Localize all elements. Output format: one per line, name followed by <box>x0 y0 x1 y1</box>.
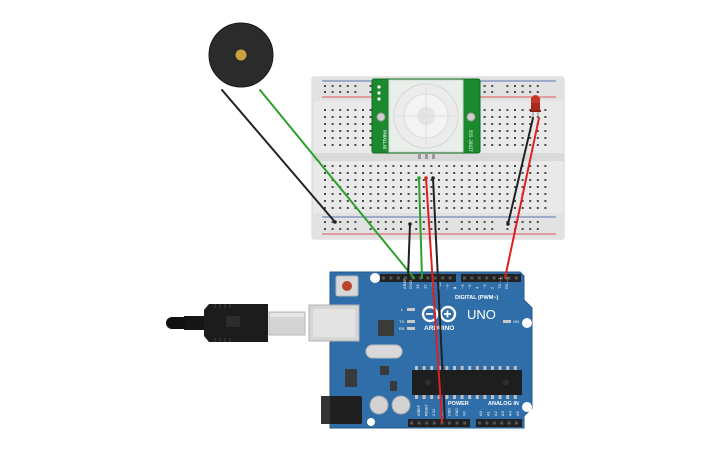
power-pin-label: GND <box>455 408 459 416</box>
breadboard-holes <box>324 85 547 230</box>
mounting-hole <box>370 273 380 283</box>
on-led <box>503 320 511 323</box>
breadboard-center-channel <box>312 153 564 161</box>
buzzer-center <box>235 49 247 61</box>
digital-header-left[interactable] <box>380 274 456 282</box>
arduino-logo <box>421 305 457 323</box>
digital-header-right[interactable] <box>461 274 521 282</box>
header-holes <box>382 276 518 425</box>
pir-pin-1[interactable] <box>418 153 421 159</box>
digital-pin-label: 8 <box>452 286 457 289</box>
analog-pin-label: A0 <box>478 410 483 416</box>
digital-pin-label: 12 <box>422 284 427 289</box>
digital-header-label: DIGITAL (PWM~) <box>455 295 499 301</box>
pir-pin-3[interactable] <box>432 153 435 159</box>
analog-pin-label: A2 <box>493 410 498 416</box>
power-header[interactable] <box>408 419 470 427</box>
led-ground-wire[interactable] <box>507 117 534 225</box>
tx-led <box>407 320 415 323</box>
pir-sensor[interactable]: PARALLAX 555-28027 <box>371 78 481 159</box>
rx-led-label: RX <box>399 326 405 331</box>
on-led-label: ON <box>513 319 519 324</box>
power-pin-label: 3.3V <box>432 408 436 416</box>
wires[interactable] <box>221 89 540 423</box>
digital-pin-label: ~3 <box>482 284 487 289</box>
digital-pin-label: ~9 <box>445 284 450 289</box>
voltage-regulator <box>345 369 357 387</box>
reset-button-cap[interactable] <box>342 281 352 291</box>
pir-mount-hole-left <box>376 112 386 122</box>
usb-cable-end <box>166 317 186 329</box>
capacitor <box>391 395 411 415</box>
l-led-label: L <box>401 307 404 312</box>
mounting-hole <box>367 418 375 426</box>
gnd-label: GND <box>408 280 413 289</box>
digital-pin-label: ~6 <box>460 284 465 289</box>
analog-pin-label: A3 <box>500 410 505 416</box>
rx-led <box>407 327 415 330</box>
pir-power-wire[interactable] <box>425 177 443 423</box>
crystal-oscillator <box>365 344 403 359</box>
buzzer-black-wire[interactable] <box>221 89 336 223</box>
buzzer-green-wire[interactable] <box>259 89 415 279</box>
tx-led-label: TX <box>399 319 404 324</box>
led-signal-wire[interactable] <box>504 117 540 279</box>
usb-chip <box>378 320 394 336</box>
analog-header[interactable] <box>476 419 522 427</box>
digital-pin-label: ~10 <box>437 281 442 289</box>
pir-pin-2[interactable] <box>425 153 428 159</box>
power-pin-label: IOREF <box>417 404 421 416</box>
power-pin-label: GND <box>447 408 451 416</box>
pir-ground-wire[interactable] <box>432 177 446 423</box>
usb-symbol-icon <box>226 316 240 327</box>
l-led <box>407 308 415 311</box>
capacitor <box>369 395 389 415</box>
power-header-label: POWER <box>448 401 469 407</box>
power-pin-label: RESET <box>425 403 429 416</box>
regulator-chip <box>380 366 389 375</box>
digital-pin-label: ~5 <box>467 284 472 289</box>
power-pin-label: Vin <box>463 411 467 416</box>
usb-plug-metal <box>268 311 306 336</box>
digital-pin-label: 13 <box>415 284 420 289</box>
pir-label-left: PARALLAX <box>382 130 387 150</box>
pir-mount-hole-right <box>466 112 476 122</box>
mounting-hole <box>522 318 532 328</box>
pir-signal-wire[interactable] <box>418 177 423 279</box>
arduino-uno[interactable]: ARDUINO UNO DIGITAL (PWM~) POWER ANALOG … <box>308 271 533 429</box>
analog-header-label: ANALOG IN <box>488 401 519 407</box>
digital-pin-label: 2 <box>489 286 494 289</box>
rail-ground-wire[interactable] <box>407 223 411 279</box>
digital-pin-label: 4 <box>475 286 480 289</box>
analog-pin-label: A1 <box>485 410 490 416</box>
power-jack[interactable] <box>321 396 362 424</box>
analog-pin-label: A4 <box>508 410 513 416</box>
usb-cable[interactable] <box>166 304 306 342</box>
aref-label: AREF <box>402 278 407 289</box>
arduino-model-text: UNO <box>467 307 496 322</box>
arduino-logo-text: ARDUINO <box>424 325 454 332</box>
analog-pin-label: A5 <box>515 410 520 416</box>
pir-label-right: 555-28027 <box>468 130 473 152</box>
piezo-buzzer[interactable] <box>208 22 274 88</box>
mounting-hole <box>522 402 532 412</box>
digital-pin-label: RX←0 <box>504 276 509 289</box>
digital-pin-label: TX→1 <box>497 277 502 289</box>
digital-pin-label: 7 <box>452 286 457 289</box>
